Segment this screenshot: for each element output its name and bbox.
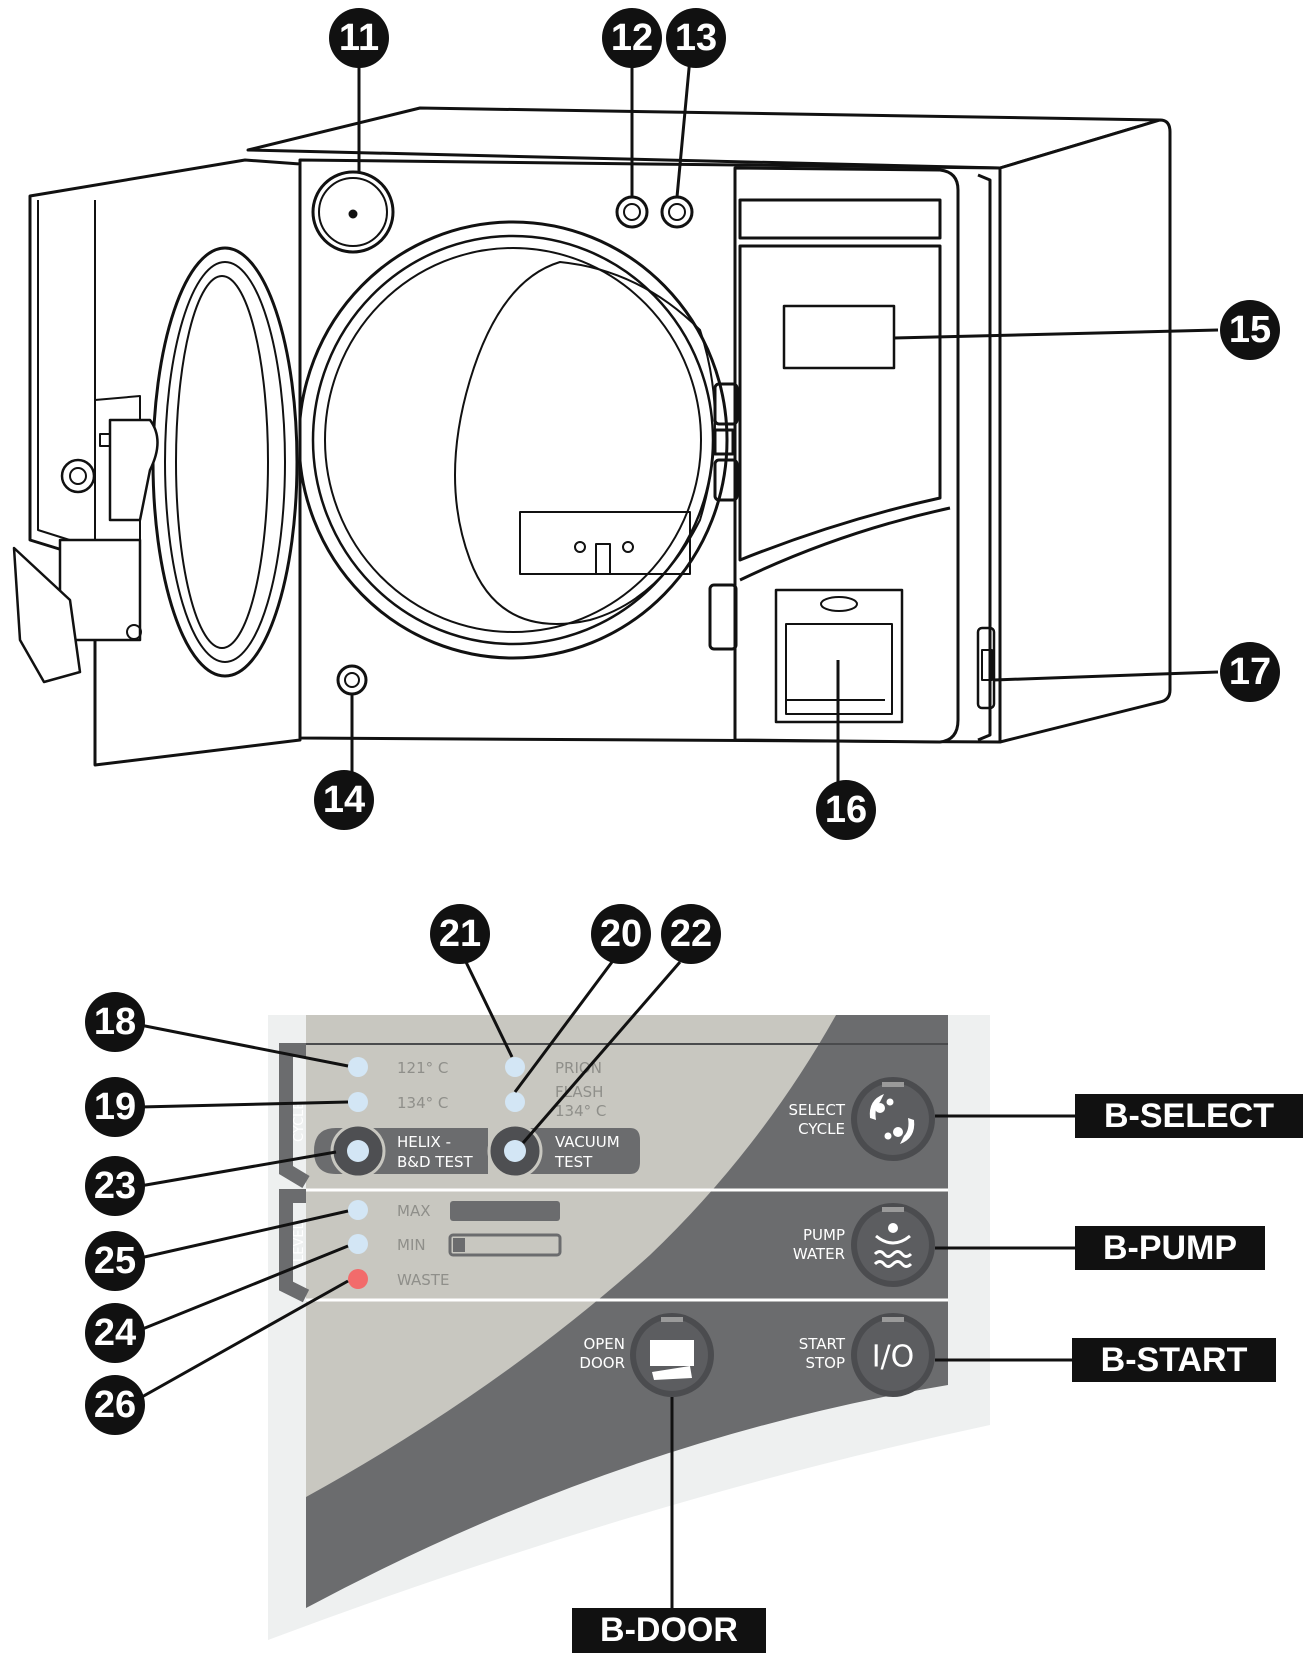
label-121c: 121° C [397, 1059, 448, 1077]
svg-text:20: 20 [600, 913, 642, 955]
callout-lines [350, 57, 1219, 790]
svg-text:B-START: B-START [1101, 1341, 1248, 1379]
svg-text:B-SELECT: B-SELECT [1104, 1097, 1274, 1135]
led-flash-134c [505, 1092, 525, 1112]
callout-17: 17 [1220, 642, 1280, 702]
tag-b-start: B-START [1072, 1338, 1276, 1382]
open-door-button[interactable] [630, 1313, 714, 1397]
led-waste [348, 1269, 368, 1289]
start-stop-button[interactable]: I/O [851, 1313, 935, 1397]
callout-24: 24 [85, 1303, 145, 1363]
led-prion [505, 1057, 525, 1077]
callout-22: 22 [661, 904, 721, 964]
door-gasket [151, 246, 299, 678]
label-open: OPEN [583, 1335, 625, 1353]
max-level-bar [450, 1201, 560, 1221]
svg-text:19: 19 [94, 1086, 136, 1128]
callout-19: 19 [85, 1077, 145, 1137]
min-level-bar [448, 1233, 562, 1257]
open-door-icon [650, 1340, 694, 1380]
svg-text:B-PUMP: B-PUMP [1103, 1229, 1237, 1267]
svg-text:18: 18 [94, 1001, 136, 1043]
svg-text:12: 12 [611, 17, 653, 59]
label-waste: WASTE [397, 1271, 449, 1289]
led-134c [348, 1092, 368, 1112]
cycle-arrows-icon [869, 1094, 915, 1144]
tag-b-door: B-DOOR [572, 1608, 766, 1653]
label-flash: FLASH [555, 1083, 603, 1101]
svg-text:24: 24 [94, 1312, 136, 1354]
led-121c [348, 1057, 368, 1077]
label-pump: PUMP [803, 1226, 845, 1244]
svg-text:25: 25 [94, 1240, 136, 1282]
label-flash-temp: 134° C [555, 1102, 606, 1120]
callout-25: 25 [85, 1231, 145, 1291]
open-door [12, 158, 302, 767]
side-latch [976, 626, 996, 710]
callout-26: 26 [85, 1375, 145, 1435]
select-cycle-button[interactable] [851, 1077, 935, 1161]
led-min [348, 1234, 368, 1254]
control-panel: CYCLE LEVEL 121° C 134° C PRION FLASH 13… [268, 1015, 990, 1640]
svg-text:17: 17 [1229, 651, 1271, 693]
callout-21: 21 [430, 904, 490, 964]
callout-11: 11 [329, 8, 389, 68]
callout-18: 18 [85, 992, 145, 1052]
svg-text:14: 14 [323, 779, 365, 821]
pump-water-button[interactable] [851, 1203, 935, 1287]
label-start: START [799, 1335, 846, 1353]
callout-14: 14 [314, 770, 374, 830]
water-pump-icon [873, 1223, 913, 1268]
svg-text:16: 16 [825, 789, 867, 831]
label-stop: STOP [805, 1354, 845, 1372]
callout-13: 13 [666, 8, 726, 68]
label-vacuum-test: TEST [554, 1153, 593, 1171]
label-134c: 134° C [397, 1094, 448, 1112]
callout-badges: 11 12 13 14 15 16 17 18 19 20 21 22 23 2… [85, 8, 1280, 1435]
tag-b-pump: B-PUMP [1075, 1226, 1265, 1270]
svg-text:B-DOOR: B-DOOR [600, 1611, 738, 1649]
svg-text:23: 23 [94, 1165, 136, 1207]
button-tags: B-SELECT B-PUMP B-START B-DOOR [572, 1094, 1303, 1653]
tag-b-select: B-SELECT [1075, 1094, 1303, 1138]
svg-text:21: 21 [439, 913, 481, 955]
svg-text:22: 22 [670, 913, 712, 955]
svg-text:26: 26 [94, 1384, 136, 1426]
callout-20: 20 [591, 904, 651, 964]
label-select: SELECT [789, 1101, 846, 1119]
autoclave-body [246, 106, 1172, 744]
level-section-label: LEVEL [292, 1221, 307, 1262]
led-max [348, 1200, 368, 1220]
panel-callout-lines [139, 959, 1078, 1610]
power-toggle-icon: I/O [872, 1340, 915, 1375]
label-min: MIN [397, 1236, 426, 1254]
svg-text:13: 13 [675, 17, 717, 59]
label-open-door: DOOR [579, 1354, 625, 1372]
callout-15: 15 [1220, 300, 1280, 360]
label-select-cycle: CYCLE [798, 1120, 845, 1138]
label-bd-test: B&D TEST [397, 1153, 473, 1171]
callout-12: 12 [602, 8, 662, 68]
callout-23: 23 [85, 1156, 145, 1216]
label-max: MAX [397, 1202, 430, 1220]
label-helix: HELIX - [397, 1133, 451, 1151]
label-pump-water: WATER [793, 1245, 845, 1263]
label-vacuum: VACUUM [555, 1133, 620, 1151]
pressure-gauge [311, 170, 395, 254]
cycle-section-label: CYCLE [292, 1101, 307, 1142]
svg-text:15: 15 [1229, 309, 1271, 351]
svg-text:11: 11 [339, 17, 379, 59]
callout-16: 16 [816, 780, 876, 840]
